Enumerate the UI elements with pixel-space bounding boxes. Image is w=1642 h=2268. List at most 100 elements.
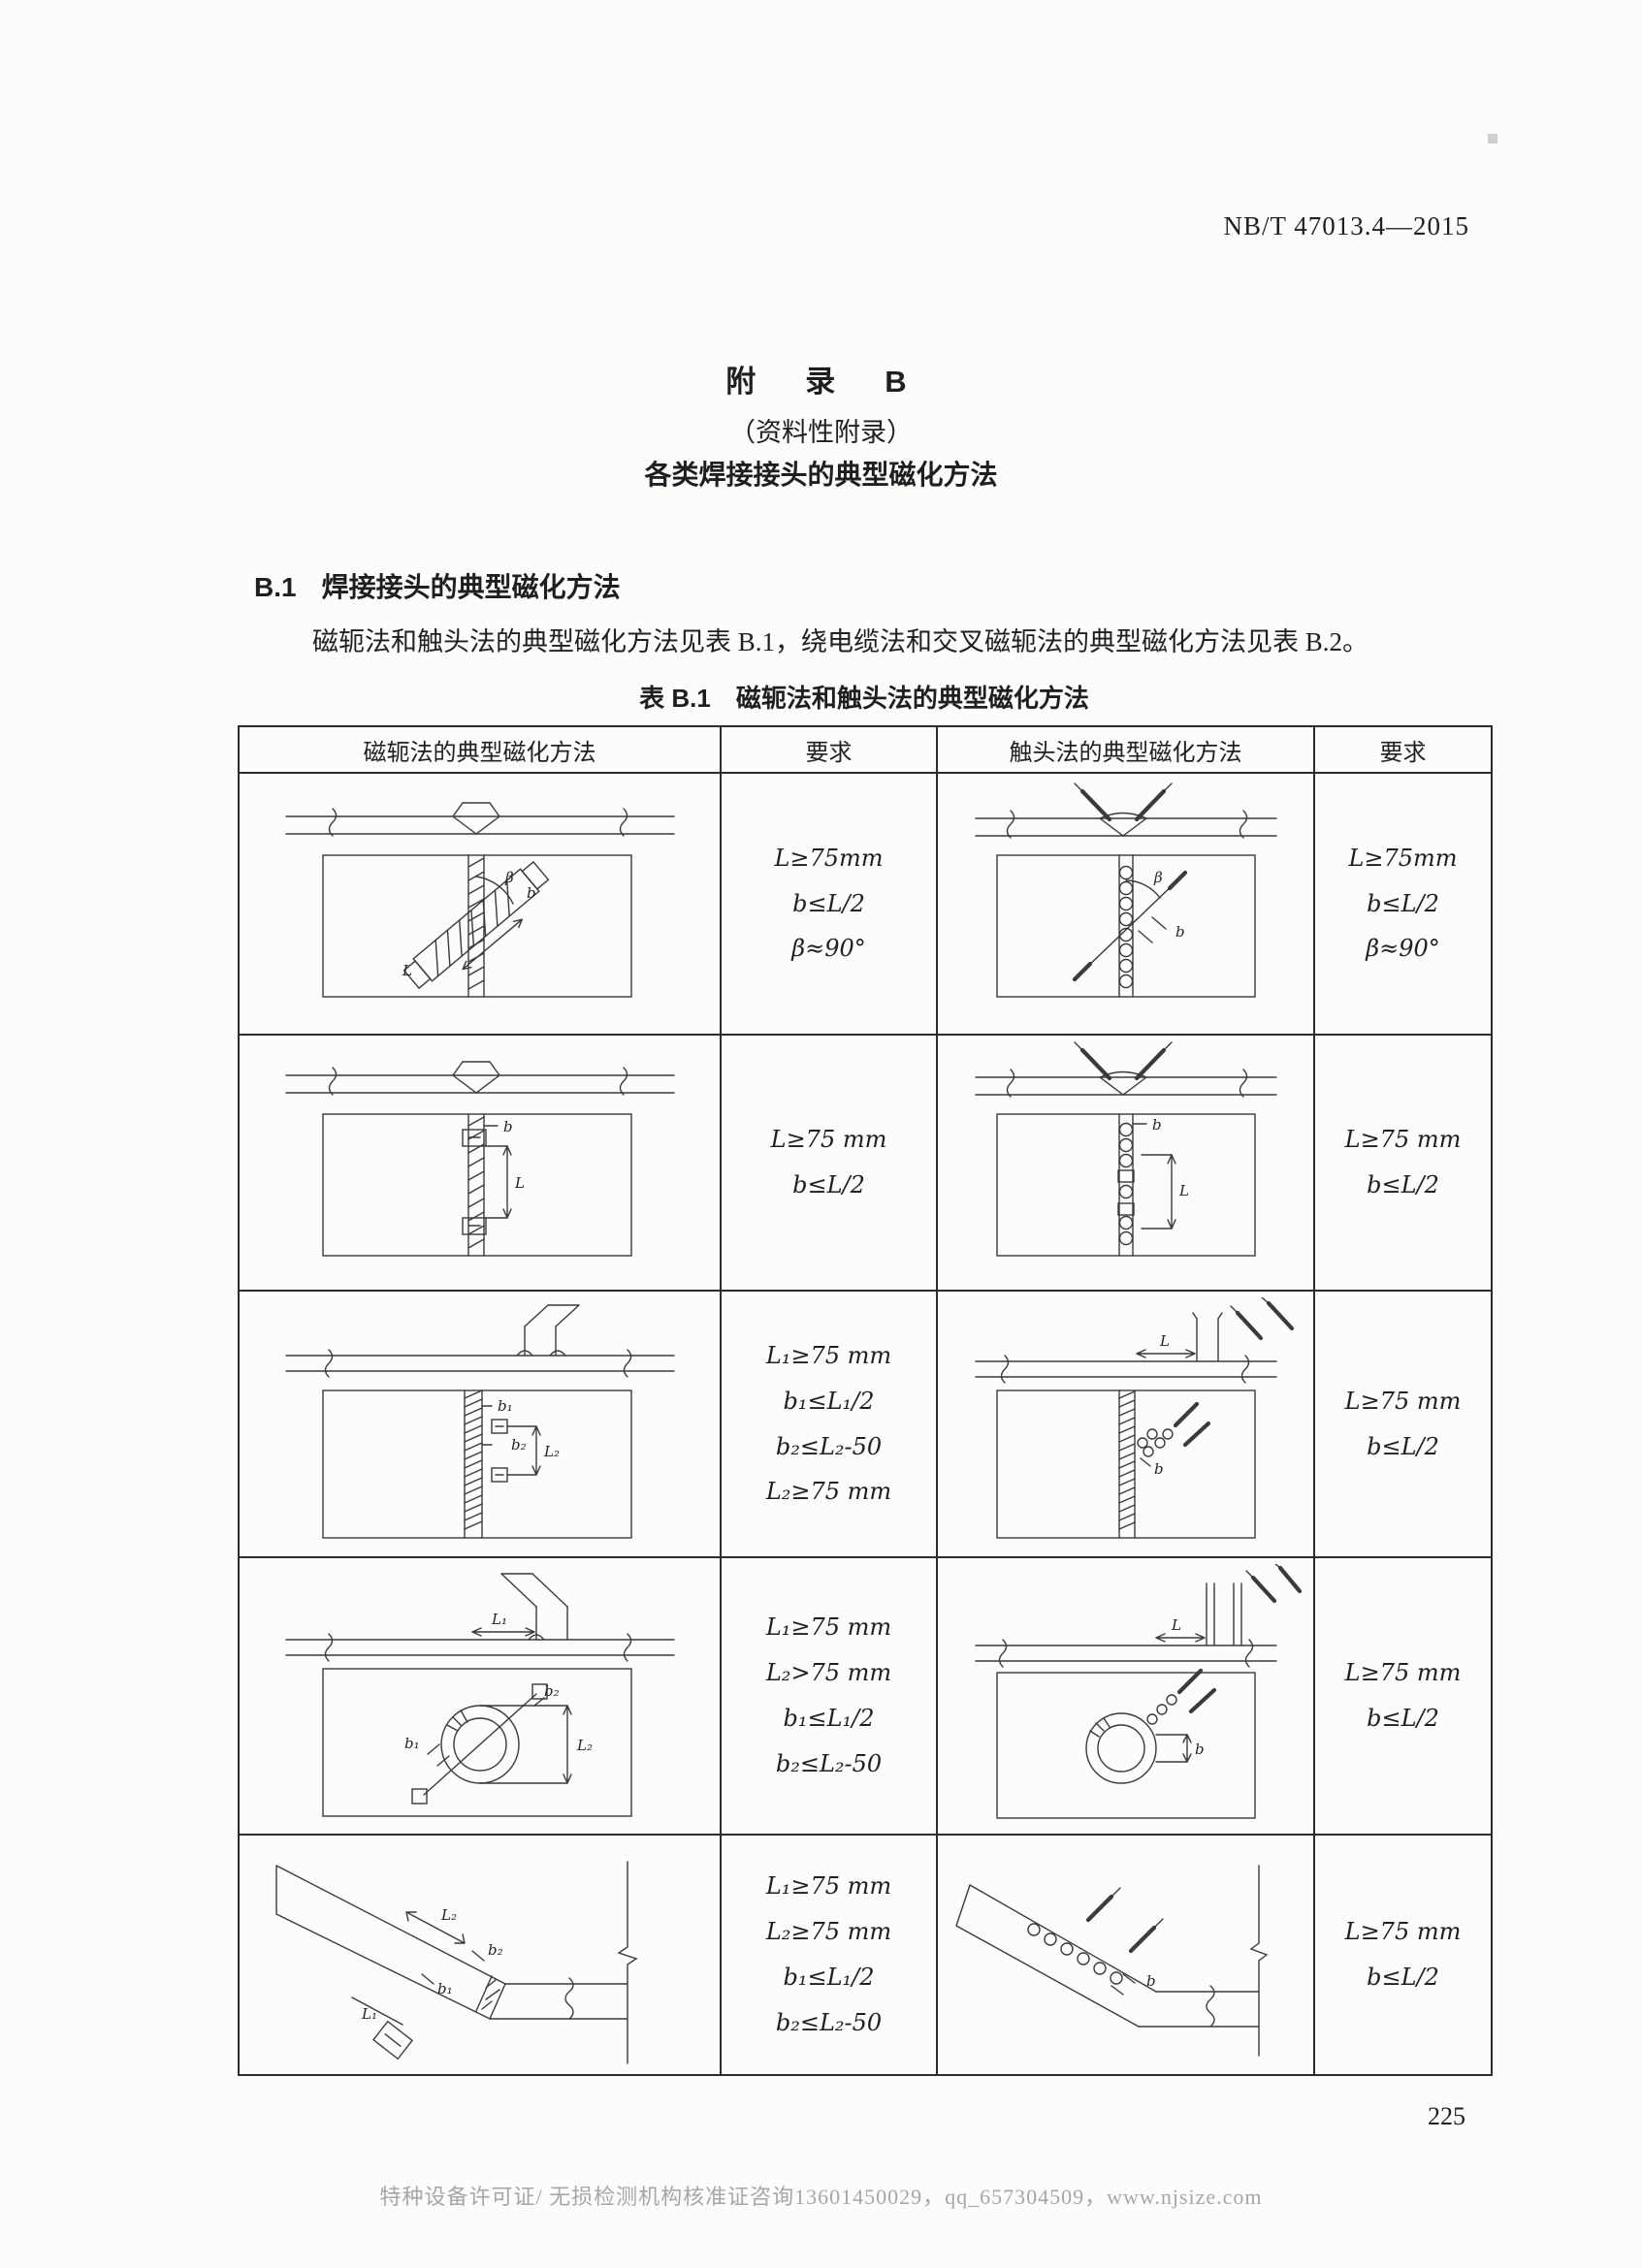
section-view [284, 802, 675, 837]
section-view [974, 1041, 1277, 1098]
plan-view: b₁ L₂ b₂ [321, 1668, 632, 1817]
requirement-line: β≈90° [1366, 935, 1440, 963]
plan-view: L b [995, 1113, 1256, 1257]
table-row: L b L≥75 mm b≤L/2 [238, 1034, 1493, 1292]
dim-label-b2: b₂ [488, 1941, 503, 1959]
table-b1: 磁轭法的典型磁化方法 要求 触头法的典型磁化方法 要求 [238, 725, 1493, 2076]
diagram-cell: L b [936, 1290, 1315, 1558]
requirement-cell: L₁≥75 mm L₂≥75 mm b₁≤L₁/2 b₂≤L₂-50 [720, 1834, 938, 2076]
diagram-cell: β b L [238, 772, 722, 1036]
page-number: 225 [1428, 2102, 1465, 2130]
dim-label-b: b [1175, 923, 1185, 941]
dim-label-b: b [503, 1118, 513, 1135]
table-row: L₂ b₂ b₁ L₁ L₁≥75 mm L₂≥ [238, 1834, 1493, 2076]
dim-label-b: b [1152, 1116, 1162, 1134]
requirement-line: b₂≤L₂-50 [775, 2008, 883, 2036]
diagram-cell: L b [936, 1556, 1315, 1836]
section-view [284, 1061, 675, 1096]
doc-number: NB/T 47013.4—2015 [1223, 211, 1469, 240]
table-row: L₂ b₁ b₂ L₁≥75 mm b₁≤L₁/2 b₂≤L₂-50 L₂ [238, 1290, 1493, 1558]
diagram-row5-yoke: L₂ b₂ b₁ L₁ [274, 1861, 638, 2064]
scan-artifact [1488, 134, 1497, 144]
table-header-row: 磁轭法的典型磁化方法 要求 触头法的典型磁化方法 要求 [238, 725, 1493, 774]
requirement-line: L≥75 mm [1344, 1126, 1462, 1154]
intro-paragraph: 磁轭法和触头法的典型磁化方法见表 B.1，绕电缆法和交叉磁轭法的典型磁化方法见表… [312, 627, 1369, 656]
section-view: L [974, 1296, 1294, 1384]
col-header-prod-method: 触头法的典型磁化方法 [936, 725, 1315, 774]
col-header-yoke-method: 磁轭法的典型磁化方法 [238, 725, 722, 774]
plan-view: b [995, 1389, 1256, 1539]
dim-label-b2: b₂ [544, 1682, 560, 1700]
inclined-joint-view: b [954, 1865, 1268, 2057]
table-caption: 表 B.1 磁轭法和触头法的典型磁化方法 [639, 684, 1089, 713]
requirement-line: b≤L/2 [1367, 1964, 1439, 1991]
requirement-line: L₂≥75 mm [765, 1918, 892, 1946]
diagram-row5-prod: b [954, 1865, 1268, 2057]
requirement-cell: L₁≥75 mm L₂>75 mm b₁≤L₁/2 b₂≤L₂-50 [720, 1556, 938, 1836]
requirement-line: L≥75mm [774, 844, 884, 872]
dim-label-b1: b₁ [437, 1980, 453, 1997]
section-view [974, 783, 1277, 839]
requirement-cell: L≥75mm b≤L/2 β≈90° [1313, 772, 1493, 1036]
inclined-joint-view: L₂ b₂ b₁ L₁ [274, 1861, 638, 2064]
requirement-line: L≥75 mm [1344, 1659, 1462, 1687]
dim-label-b: b [527, 884, 536, 902]
dim-label-b2: b₂ [511, 1436, 527, 1453]
dim-label-beta: β [504, 869, 514, 886]
requirement-line: b≤L/2 [1367, 1705, 1439, 1732]
diagram-row2-prod: L b [974, 1041, 1277, 1257]
requirement-line: L₂>75 mm [765, 1659, 892, 1687]
requirement-line: L₁≥75 mm [765, 1613, 892, 1642]
requirement-line: b≤L/2 [1367, 889, 1439, 917]
requirement-line: L≥75 mm [1344, 1387, 1462, 1415]
requirement-line: L₁≥75 mm [765, 1872, 892, 1901]
plan-view: b [995, 1668, 1256, 1819]
diagram-cell: L b [238, 1034, 722, 1292]
requirement-line: b≤L/2 [1367, 1432, 1439, 1460]
diagram-row4-yoke: L₁ b₁ [284, 1573, 675, 1817]
requirement-line: b≤L/2 [792, 889, 865, 917]
requirement-line: L≥75 mm [770, 1126, 887, 1154]
requirement-cell: L≥75 mm b≤L/2 [1313, 1834, 1493, 2076]
requirement-line: b₁≤L₁/2 [783, 1387, 875, 1415]
appendix-heading: 各类焊接接头的典型磁化方法 [644, 460, 998, 490]
dim-label-L: L [1178, 1182, 1189, 1199]
requirement-line: β≈90° [791, 935, 866, 963]
appendix-title: 附 录 B [725, 365, 917, 399]
requirement-cell: L≥75 mm b≤L/2 [720, 1034, 938, 1292]
col-header-yoke-requirement: 要求 [720, 725, 938, 774]
requirement-cell: L≥75 mm b≤L/2 [1313, 1034, 1493, 1292]
section-number: B.1 [254, 572, 297, 602]
diagram-row2-yoke: L b [284, 1061, 675, 1257]
plan-view: β b L [321, 854, 632, 998]
plan-view: L₂ b₁ b₂ [321, 1389, 632, 1539]
dim-label-b: b [1146, 1972, 1156, 1990]
diagram-row4-prod: L b [974, 1564, 1302, 1819]
diagram-row1-yoke: β b L [284, 802, 675, 998]
dim-label-b: b [1154, 1460, 1164, 1478]
diagram-cell: L₂ b₁ b₂ [238, 1290, 722, 1558]
section-view: L₁ [284, 1573, 675, 1662]
dim-label-L: L [1159, 1332, 1170, 1350]
dim-label-L2: L₂ [543, 1443, 560, 1460]
footer-note: 特种设备许可证/ 无损检测机构核准证咨询13601450029，qq_65730… [379, 2185, 1263, 2209]
diagram-row3-yoke: L₂ b₁ b₂ [284, 1303, 675, 1539]
dim-label-b: b [1195, 1741, 1205, 1758]
plan-view: β b [995, 854, 1256, 998]
diagram-cell: L₂ b₂ b₁ L₁ [238, 1834, 722, 2076]
table-row: β b L L≥75mm b≤L/2 β≈90° [238, 772, 1493, 1036]
requirement-cell: L₁≥75 mm b₁≤L₁/2 b₂≤L₂-50 L₂≥75 mm [720, 1290, 938, 1558]
dim-label-L: L [402, 962, 412, 979]
col-header-prod-requirement: 要求 [1313, 725, 1493, 774]
requirement-line: b≤L/2 [1367, 1171, 1439, 1198]
appendix-subtitle: （资料性附录） [729, 418, 913, 447]
dim-label-b1: b₁ [404, 1735, 420, 1752]
requirement-cell: L≥75 mm b≤L/2 [1313, 1556, 1493, 1836]
requirement-line: L₂≥75 mm [765, 1478, 892, 1506]
requirement-line: b≤L/2 [792, 1171, 865, 1198]
dim-label-L1: L₁ [361, 2005, 377, 2023]
diagram-cell: b [936, 1834, 1315, 2076]
dim-label-L1: L₁ [491, 1611, 507, 1628]
requirement-line: L₁≥75 mm [765, 1341, 892, 1369]
